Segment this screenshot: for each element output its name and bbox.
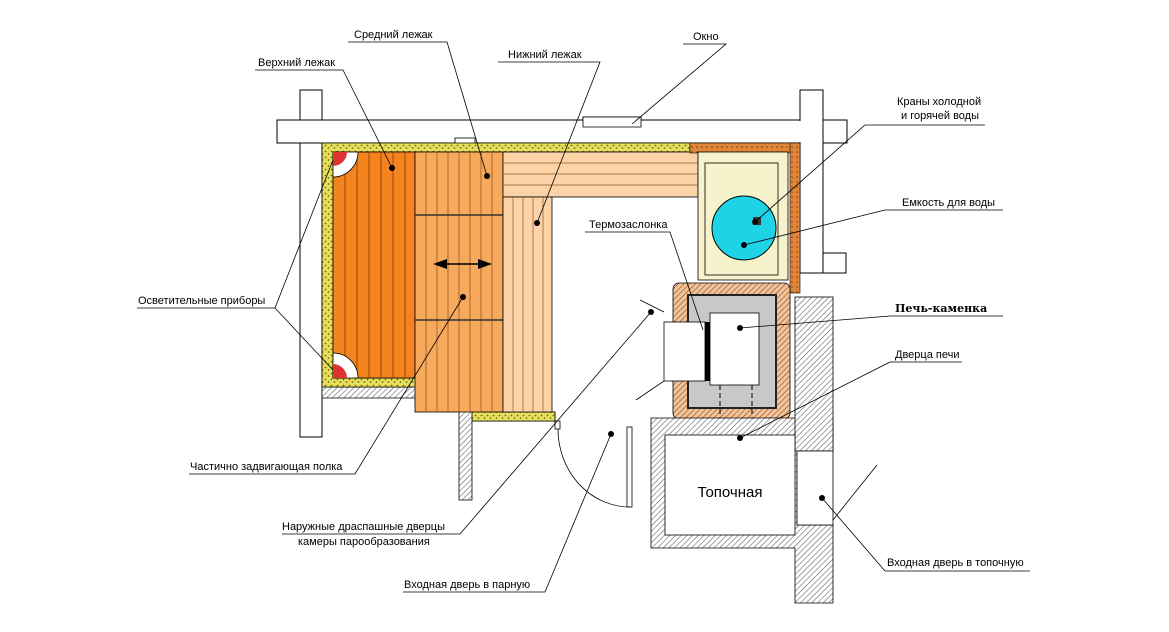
label-taps-1: Краны холодной [897,96,981,108]
lower-bench [502,151,699,413]
furnace-room-label: Топочная [697,484,762,501]
label-water-tank: Емкость для воды [902,197,995,209]
water-tank [697,151,789,281]
label-upper-bench: Верхний лежак [258,57,335,69]
upper-bench [332,151,416,379]
label-stove-door: Дверца печи [895,349,959,361]
label-lights: Осветительные приборы [138,295,265,307]
label-middle-bench: Средний лежак [354,29,433,41]
label-steam-room-door: Входная дверь в парную [404,579,530,591]
labels: Верхний лежак Средний лежак Нижний лежак… [138,29,1024,591]
leader-lines [137,41,1030,593]
label-thermo-damper: Термозаслонка [589,219,668,231]
label-lower-bench: Нижний лежак [508,49,582,61]
steam-room-door[interactable] [554,420,633,508]
label-outer-doors-2: камеры парообразования [298,536,430,548]
furnace-room [664,434,796,536]
thermo-damper [663,321,706,382]
slide-arrow-icon [433,259,492,269]
light-fixture-icon [332,151,359,379]
label-window: Окно [693,31,719,43]
label-stove: Печь-каменка [895,302,987,315]
label-taps-2: и горячей воды [901,110,979,122]
stove [663,282,791,435]
label-furnace-room-door: Входная дверь в топочную [887,557,1024,569]
middle-bench [414,151,504,413]
label-outer-doors-1: Наружные драспашные дверцы [282,521,445,533]
label-sliding-shelf: Частично задвигающая полка [190,461,343,473]
window-frame [582,116,642,128]
